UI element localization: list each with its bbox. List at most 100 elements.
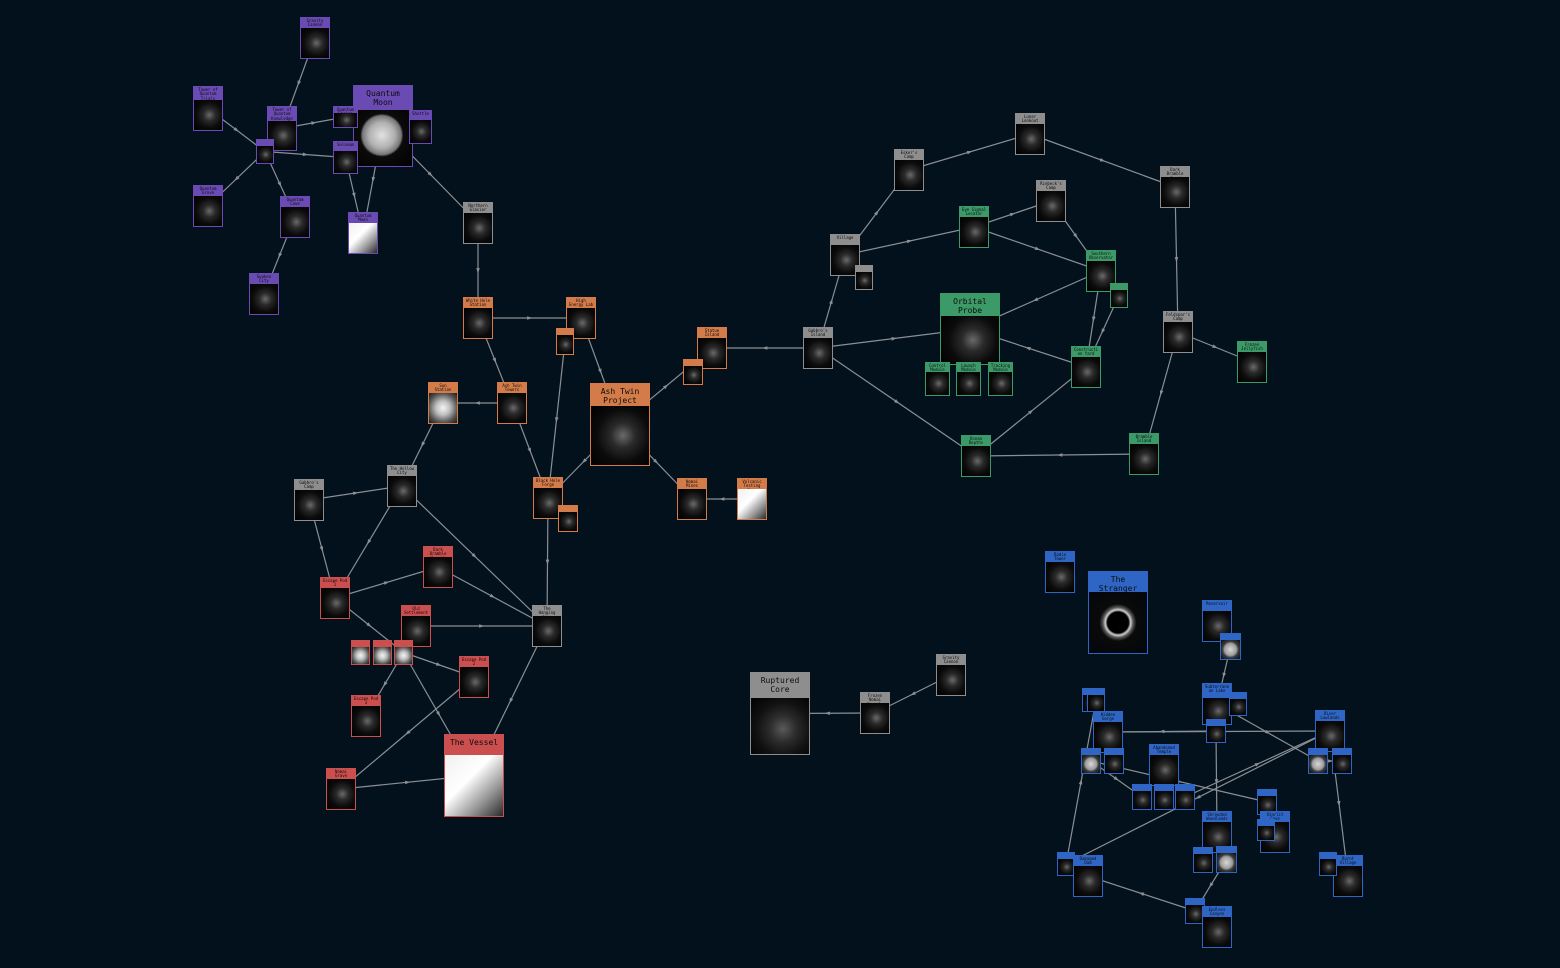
node-the-vessel[interactable]: The Vessel bbox=[444, 734, 504, 817]
node-endless-canyon[interactable]: Endless Canyon bbox=[1202, 906, 1232, 948]
node-blue-clock-1[interactable] bbox=[1081, 748, 1101, 774]
node-qm-small-1[interactable]: Quantum Shrine bbox=[333, 106, 358, 128]
node-quantum-moon[interactable]: Quantum Moon bbox=[353, 85, 413, 167]
node-label: Hidden Gorge bbox=[1094, 712, 1122, 722]
node-frozen-jellyfish[interactable]: Frozen Jellyfish bbox=[1237, 341, 1267, 383]
node-escape-pod-2[interactable]: Escape Pod 2 bbox=[459, 656, 489, 698]
node-the-hollow-city[interactable]: The Hollow City bbox=[387, 465, 417, 507]
node-opc-control[interactable]: Control Module bbox=[925, 362, 950, 396]
node-bramble-island[interactable]: Bramble Island bbox=[1129, 433, 1159, 475]
node-damaged-dam[interactable]: Damaged Dam bbox=[1073, 855, 1103, 897]
node-abandoned-temple[interactable]: Abandoned Temple bbox=[1149, 744, 1179, 786]
node-blue-b[interactable] bbox=[1104, 748, 1124, 774]
node-riebecks-camp[interactable]: Riebeck's Camp bbox=[1036, 180, 1066, 222]
node-ash-twin-towers[interactable]: Ash Twin Towers bbox=[497, 382, 527, 424]
node-eye-signal-locator[interactable]: Eye Signal Locator bbox=[959, 206, 989, 248]
node-label: Ruptured Core bbox=[751, 673, 809, 698]
node-label bbox=[1320, 853, 1336, 859]
node-the-stranger[interactable]: The Stranger bbox=[1088, 571, 1148, 654]
node-label bbox=[1186, 899, 1204, 905]
node-southern-observatory[interactable]: Southern Observatory bbox=[1086, 250, 1116, 292]
node-escape-pod-1[interactable]: Escape Pod 1 bbox=[320, 577, 350, 619]
node-thumbnail bbox=[1155, 791, 1173, 809]
node-ruptured-core[interactable]: Ruptured Core bbox=[750, 672, 810, 755]
node-frozen-nomai-shuttle[interactable]: Frozen Nomai Shuttle bbox=[860, 692, 890, 734]
node-bramble-small-1[interactable] bbox=[351, 640, 370, 665]
node-northern-glacier[interactable]: Northern Glacier bbox=[463, 202, 493, 244]
node-gabbros-island[interactable]: Gabbro's Island bbox=[803, 327, 833, 369]
node-sun-station[interactable]: Sun Station bbox=[428, 382, 458, 424]
node-res-clock[interactable] bbox=[1220, 633, 1241, 660]
node-thumbnail bbox=[534, 488, 562, 518]
node-so-small[interactable] bbox=[1110, 283, 1128, 308]
node-hidden-gorge[interactable]: Hidden Gorge bbox=[1093, 711, 1123, 753]
node-thumbnail bbox=[1203, 917, 1231, 947]
node-dark-bramble-fossil[interactable]: Dark Bramble Fossil bbox=[423, 546, 453, 588]
node-hub-small[interactable] bbox=[1229, 692, 1247, 716]
node-qm-hub[interactable] bbox=[256, 139, 274, 164]
node-lunar-lookout[interactable]: Lunar Lookout bbox=[1015, 113, 1045, 155]
node-hub-mid[interactable] bbox=[1206, 719, 1226, 743]
node-ash-twin-project[interactable]: Ash Twin Project bbox=[590, 383, 650, 466]
node-quantum-moon-locator[interactable]: Quantum Moon Locator bbox=[348, 212, 378, 254]
node-radio-tower[interactable]: Radio Tower bbox=[1045, 551, 1075, 593]
node-thumbnail bbox=[352, 647, 369, 664]
node-gabbros-camp[interactable]: Gabbro's Camp bbox=[294, 479, 324, 521]
edge-arrow-icon bbox=[1009, 213, 1016, 217]
node-quantum-grove[interactable]: Quantum Grove bbox=[193, 185, 223, 227]
node-nomai-grave[interactable]: Nomai Grave bbox=[326, 768, 356, 810]
node-bramble-small-3[interactable] bbox=[394, 640, 413, 665]
node-thumbnail bbox=[327, 779, 355, 809]
node-sunken-city[interactable]: Sunken City bbox=[249, 273, 279, 315]
node-qm-small-3[interactable]: Shuttle bbox=[409, 110, 432, 144]
node-blue-c[interactable] bbox=[1308, 748, 1328, 774]
node-si-small[interactable] bbox=[683, 359, 703, 385]
node-blue-k[interactable] bbox=[1087, 688, 1105, 712]
node-village[interactable]: Village bbox=[830, 234, 860, 276]
node-gravity-cannon-2[interactable]: Gravity Cannon bbox=[936, 654, 966, 696]
edge-arrow-icon bbox=[1214, 779, 1219, 785]
node-blue-f[interactable] bbox=[1257, 819, 1275, 841]
node-construction-yard[interactable]: Construction Yard bbox=[1071, 346, 1101, 388]
edge-arrow-icon bbox=[492, 357, 497, 364]
node-blue-i[interactable] bbox=[1319, 852, 1337, 876]
node-orbital-probe-cannon[interactable]: Orbital Probe Cannon bbox=[940, 293, 1000, 365]
node-bramble-small-2[interactable] bbox=[373, 640, 392, 665]
node-tower-quantum-trials[interactable]: Tower of Quantum Trials bbox=[193, 86, 223, 131]
node-feldspar-camp[interactable]: Feldspar's Camp bbox=[1163, 311, 1193, 353]
node-label: White Hole Station bbox=[464, 298, 492, 308]
node-esker-camp[interactable]: Esker's Camp bbox=[894, 149, 924, 191]
node-temple-s3[interactable] bbox=[1175, 784, 1195, 810]
node-blue-d[interactable] bbox=[1332, 748, 1352, 774]
node-opc-launch[interactable]: Launch Module bbox=[956, 362, 981, 396]
node-qm-small-2[interactable]: Solanum bbox=[333, 141, 358, 174]
edge-arrow-icon bbox=[824, 711, 830, 716]
node-river-lowlands[interactable]: River Lowlands bbox=[1315, 710, 1345, 752]
node-the-hanging-city[interactable]: The Hanging City bbox=[532, 605, 562, 647]
node-village-small[interactable] bbox=[855, 265, 873, 290]
node-blue-g[interactable] bbox=[1193, 847, 1213, 873]
node-he-small[interactable] bbox=[556, 328, 574, 355]
node-label bbox=[1105, 749, 1123, 755]
node-thumbnail bbox=[957, 372, 980, 395]
node-quantum-cave[interactable]: Quantum Cave bbox=[280, 196, 310, 238]
node-temple-s1[interactable] bbox=[1132, 784, 1152, 810]
node-ocean-depths[interactable]: Ocean Depths bbox=[961, 435, 991, 477]
edge-arrow-icon bbox=[234, 175, 240, 181]
node-white-hole-station[interactable]: White Hole Station bbox=[463, 297, 493, 339]
node-bhf-small[interactable] bbox=[558, 505, 578, 532]
node-burnt-village[interactable]: Burnt Village bbox=[1333, 855, 1363, 897]
node-blue-e[interactable] bbox=[1257, 789, 1277, 815]
node-volcanic-testing-site[interactable]: Volcanic Testing Site bbox=[737, 478, 767, 520]
node-escape-pod-3[interactable]: Escape Pod 3 bbox=[351, 695, 381, 737]
node-temple-s2[interactable] bbox=[1154, 784, 1174, 810]
node-dark-bramble-seed[interactable]: Dark Bramble Seed bbox=[1160, 166, 1190, 208]
node-gravity-cannon[interactable]: Gravity Cannon bbox=[300, 17, 330, 59]
node-label: Gravity Cannon bbox=[937, 655, 965, 665]
node-blue-clock-2[interactable] bbox=[1216, 846, 1237, 873]
edge-arrow-icon bbox=[474, 401, 480, 405]
node-nomai-mines[interactable]: Nomai Mines bbox=[677, 478, 707, 520]
node-opc-tracking[interactable]: Tracking Module bbox=[988, 362, 1013, 396]
node-thumbnail bbox=[352, 706, 380, 736]
